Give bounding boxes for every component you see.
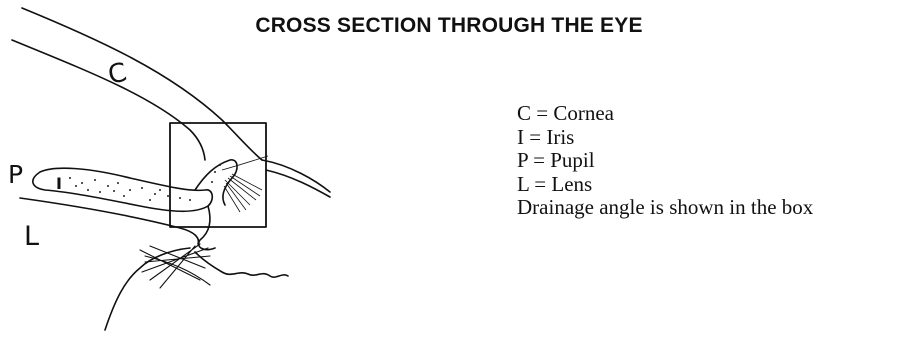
ciliary-outline [197, 205, 216, 251]
ciliary-processes [194, 251, 289, 278]
iris-root [194, 159, 238, 206]
eye-cross-section-diagram: C P L I [8, 7, 331, 331]
legend-item-pupil: P = Pupil [517, 148, 595, 172]
cornea-inner-curve [11, 39, 206, 161]
iris-stippling [69, 164, 221, 201]
legend-item-lens: L = Lens [517, 171, 593, 196]
page-title: CROSS SECTION THROUGH THE EYE [255, 14, 643, 37]
cornea-label: C [106, 58, 130, 91]
iris-label: I [56, 174, 62, 193]
drainage-angle-box [169, 122, 267, 228]
lens-back-curve [104, 247, 191, 331]
lens-label: L [24, 221, 39, 252]
pupil-label: P [8, 160, 23, 189]
lens-curve [19, 197, 200, 245]
legend-item-iris: I = Iris [517, 124, 575, 149]
zonule-lines [139, 243, 211, 289]
sclera-line-lower [265, 169, 331, 198]
legend-item-cornea: C = Cornea [517, 101, 614, 125]
legend: C = Cornea I = Iris P = Pupil L = Lens D… [517, 101, 814, 220]
trabecular-fibers [221, 155, 269, 213]
cornea-outer-curve [21, 7, 263, 161]
legend-item-drainage-note: Drainage angle is shown in the box [517, 195, 814, 219]
sclera-line-upper [261, 159, 331, 193]
